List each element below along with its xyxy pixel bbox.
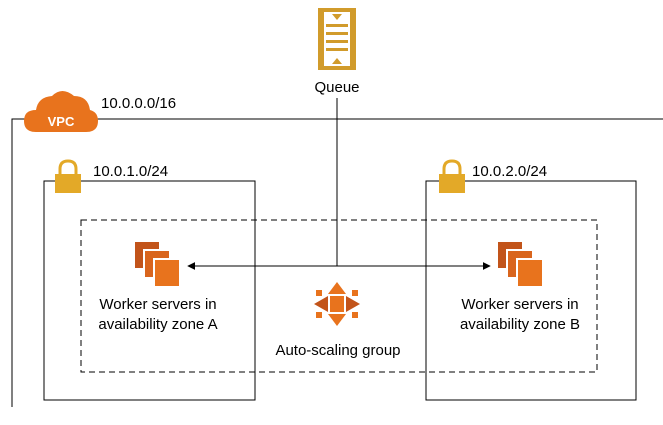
vpc-badge-label: VPC	[48, 114, 75, 129]
server-stack-icon	[496, 240, 544, 288]
queue-icon	[318, 8, 356, 70]
vpc-boundary-left	[11, 118, 30, 407]
server-stack-icon	[133, 240, 181, 288]
subnet-b-box	[425, 180, 637, 401]
subnet-a-cidr: 10.0.1.0/24	[93, 163, 168, 180]
worker-b-line2: availability zone B	[460, 316, 580, 333]
subnet-a-box	[43, 180, 256, 401]
worker-a-line1: Worker servers in	[99, 296, 216, 313]
auto-scaling-icon	[314, 282, 360, 326]
worker-b-line1: Worker servers in	[461, 296, 578, 313]
queue-label: Queue	[314, 79, 359, 96]
worker-a-line2: availability zone A	[98, 316, 217, 333]
auto-scaling-label: Auto-scaling group	[275, 342, 400, 359]
lock-icon	[439, 159, 465, 193]
vpc-cidr-label: 10.0.0.0/16	[101, 95, 176, 112]
auto-scaling-group-box	[80, 219, 598, 373]
cloud-icon	[24, 91, 98, 132]
subnet-b-cidr: 10.0.2.0/24	[472, 163, 547, 180]
lock-icon	[55, 159, 81, 193]
